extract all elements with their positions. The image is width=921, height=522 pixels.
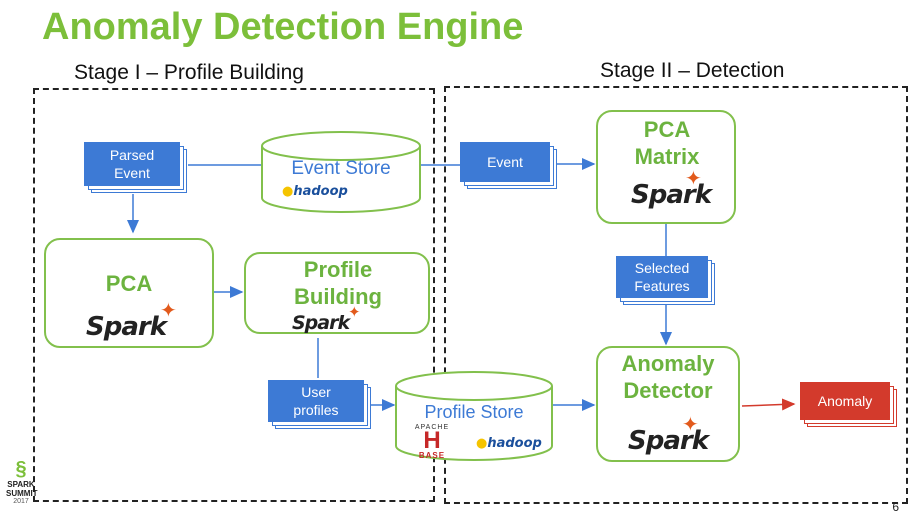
anomaly-detector-label: Anomaly Detector xyxy=(621,351,715,403)
stage1-label: Stage I – Profile Building xyxy=(74,61,304,84)
user-profiles-node: User profiles xyxy=(268,380,364,422)
parsed-event-label: Parsed Event xyxy=(109,147,155,181)
anomaly-detector-node: Anomaly Detector Spark✦ xyxy=(596,346,740,462)
user-profiles-label: User profiles xyxy=(293,384,339,418)
profile-building-node: Profile Building Spark✦ xyxy=(244,252,430,334)
selected-features-node: Selected Features xyxy=(616,256,708,298)
pca-matrix-node: PCA Matrix Spark✦ xyxy=(596,110,736,224)
event-node: Event xyxy=(460,142,550,182)
event-store-label: Event Store xyxy=(291,158,391,179)
spark-summit-icon: § xyxy=(15,458,27,480)
spark-star-icon: ✦ xyxy=(348,303,361,321)
profile-store-node: Profile Store APACHE H BASE ●hadoop xyxy=(396,398,552,462)
anomaly-node: Anomaly xyxy=(800,382,890,420)
profile-store-label: Profile Store xyxy=(424,402,524,422)
pca-label: PCA xyxy=(105,271,153,296)
arrow-detector-to-anomaly xyxy=(741,398,796,411)
spark-logo: Spark✦ xyxy=(292,303,361,334)
spark-logo: Spark✦ xyxy=(86,298,177,342)
stage2-box xyxy=(444,86,908,504)
hadoop-elephant-icon: ● xyxy=(282,184,294,199)
selected-features-label: Selected Features xyxy=(634,260,690,294)
anomaly-label: Anomaly xyxy=(817,393,873,409)
slide-title: Anomaly Detection Engine xyxy=(42,6,524,48)
parsed-event-node: Parsed Event xyxy=(84,142,180,186)
spark-summit-logo: § SPARK SUMMIT 2017 xyxy=(6,458,38,505)
hadoop-logo: ●hadoop xyxy=(282,184,348,199)
pca-node: PCA Spark✦ xyxy=(44,238,214,348)
spark-logo: Spark✦ xyxy=(631,166,712,210)
spark-star-icon: ✦ xyxy=(160,298,177,322)
profile-store-cylinder xyxy=(395,371,553,461)
stage2-label: Stage II – Detection xyxy=(600,59,785,82)
hbase-logo: APACHE H BASE xyxy=(414,424,450,460)
event-store-node: Event Store ●hadoop xyxy=(262,158,420,199)
profile-building-label: Profile Building xyxy=(294,257,382,309)
page-number: 6 xyxy=(892,500,899,514)
spark-logo: Spark✦ xyxy=(628,412,709,456)
spark-star-icon: ✦ xyxy=(685,166,702,190)
hadoop-elephant-icon: ● xyxy=(476,436,488,451)
stage1-box xyxy=(33,88,435,502)
event-store-cylinder xyxy=(261,131,421,213)
event-label: Event xyxy=(487,154,523,170)
hadoop-logo: ●hadoop xyxy=(476,436,542,451)
pca-matrix-label: PCA Matrix xyxy=(634,117,700,169)
spark-star-icon: ✦ xyxy=(682,412,699,436)
